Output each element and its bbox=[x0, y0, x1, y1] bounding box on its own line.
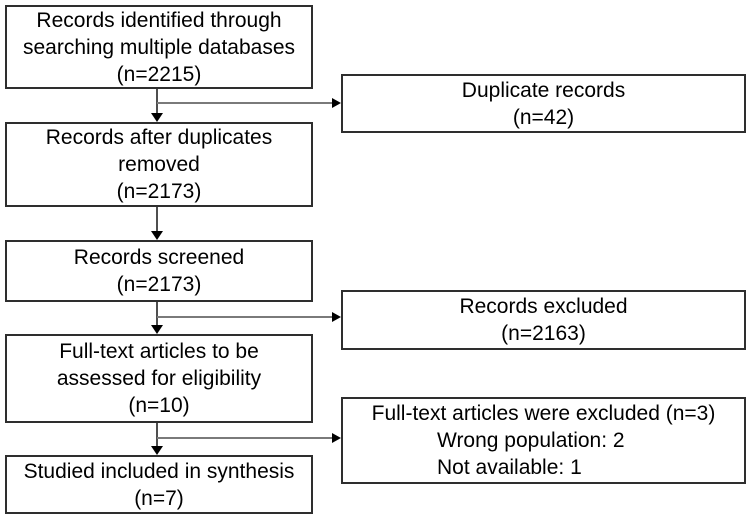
box-studies-included: Studied included in synthesis (n=7) bbox=[5, 455, 313, 514]
box-included-count: (n=7) bbox=[134, 486, 184, 510]
box-screened-line-1: Records screened bbox=[73, 246, 245, 269]
connector-branch-to-fulltext-excluded bbox=[157, 437, 332, 439]
box-records-identified-line-2: searching multiple databases bbox=[23, 35, 295, 59]
connector-fulltext-to-included bbox=[156, 423, 158, 446]
connector-screened-to-fulltext bbox=[156, 302, 158, 325]
box-fulltext-excluded-line-1: Full-text articles were excluded (n=3) bbox=[371, 402, 716, 425]
box-after-duplicates-line-1: Records after duplicates bbox=[45, 126, 273, 149]
box-after-duplicates-count: (n=2173) bbox=[116, 180, 202, 203]
box-records-identified-count: (n=2215) bbox=[116, 62, 202, 86]
box-duplicates-line-1: Duplicate records bbox=[461, 78, 626, 102]
arrow-right-icon bbox=[332, 98, 341, 108]
box-fulltext-excluded-reason-1: Wrong population: 2 bbox=[437, 429, 625, 452]
box-duplicate-records: Duplicate records (n=42) bbox=[341, 74, 746, 133]
box-records-after-duplicates-removed: Records after duplicates removed (n=2173… bbox=[5, 122, 313, 207]
box-fulltext-line-2: assessed for eligibility bbox=[56, 367, 262, 390]
box-records-identified-line-1: Records identified through bbox=[36, 8, 282, 32]
box-excluded-line-1: Records excluded bbox=[459, 295, 628, 318]
connector-branch-to-duplicates bbox=[157, 102, 332, 104]
arrow-down-icon bbox=[151, 325, 163, 334]
connector-identified-to-after-duplicates bbox=[156, 89, 158, 113]
box-fulltext-excluded: Full-text articles were excluded (n=3) W… bbox=[341, 397, 746, 484]
box-fulltext-line-1: Full-text articles to be bbox=[59, 340, 259, 363]
box-included-line-1: Studied included in synthesis bbox=[23, 459, 295, 483]
arrow-down-icon bbox=[151, 231, 163, 240]
box-fulltext-assessed: Full-text articles to be assessed for el… bbox=[5, 334, 313, 423]
arrow-right-icon bbox=[332, 433, 341, 443]
box-after-duplicates-line-2: removed bbox=[118, 153, 200, 176]
box-records-excluded: Records excluded (n=2163) bbox=[341, 290, 746, 350]
arrow-right-icon bbox=[332, 312, 341, 322]
connector-after-duplicates-to-screened bbox=[156, 207, 158, 231]
arrow-down-icon bbox=[151, 446, 163, 455]
box-duplicates-count: (n=42) bbox=[512, 105, 575, 129]
box-excluded-count: (n=2163) bbox=[501, 322, 586, 345]
box-records-screened: Records screened (n=2173) bbox=[5, 240, 313, 302]
arrow-down-icon bbox=[151, 113, 163, 122]
connector-branch-to-excluded bbox=[157, 316, 332, 318]
box-fulltext-excluded-reason-2: Not available: 1 bbox=[437, 456, 582, 479]
box-screened-count: (n=2173) bbox=[116, 273, 202, 296]
box-fulltext-count: (n=10) bbox=[128, 394, 190, 417]
box-records-identified: Records identified through searching mul… bbox=[5, 5, 313, 89]
